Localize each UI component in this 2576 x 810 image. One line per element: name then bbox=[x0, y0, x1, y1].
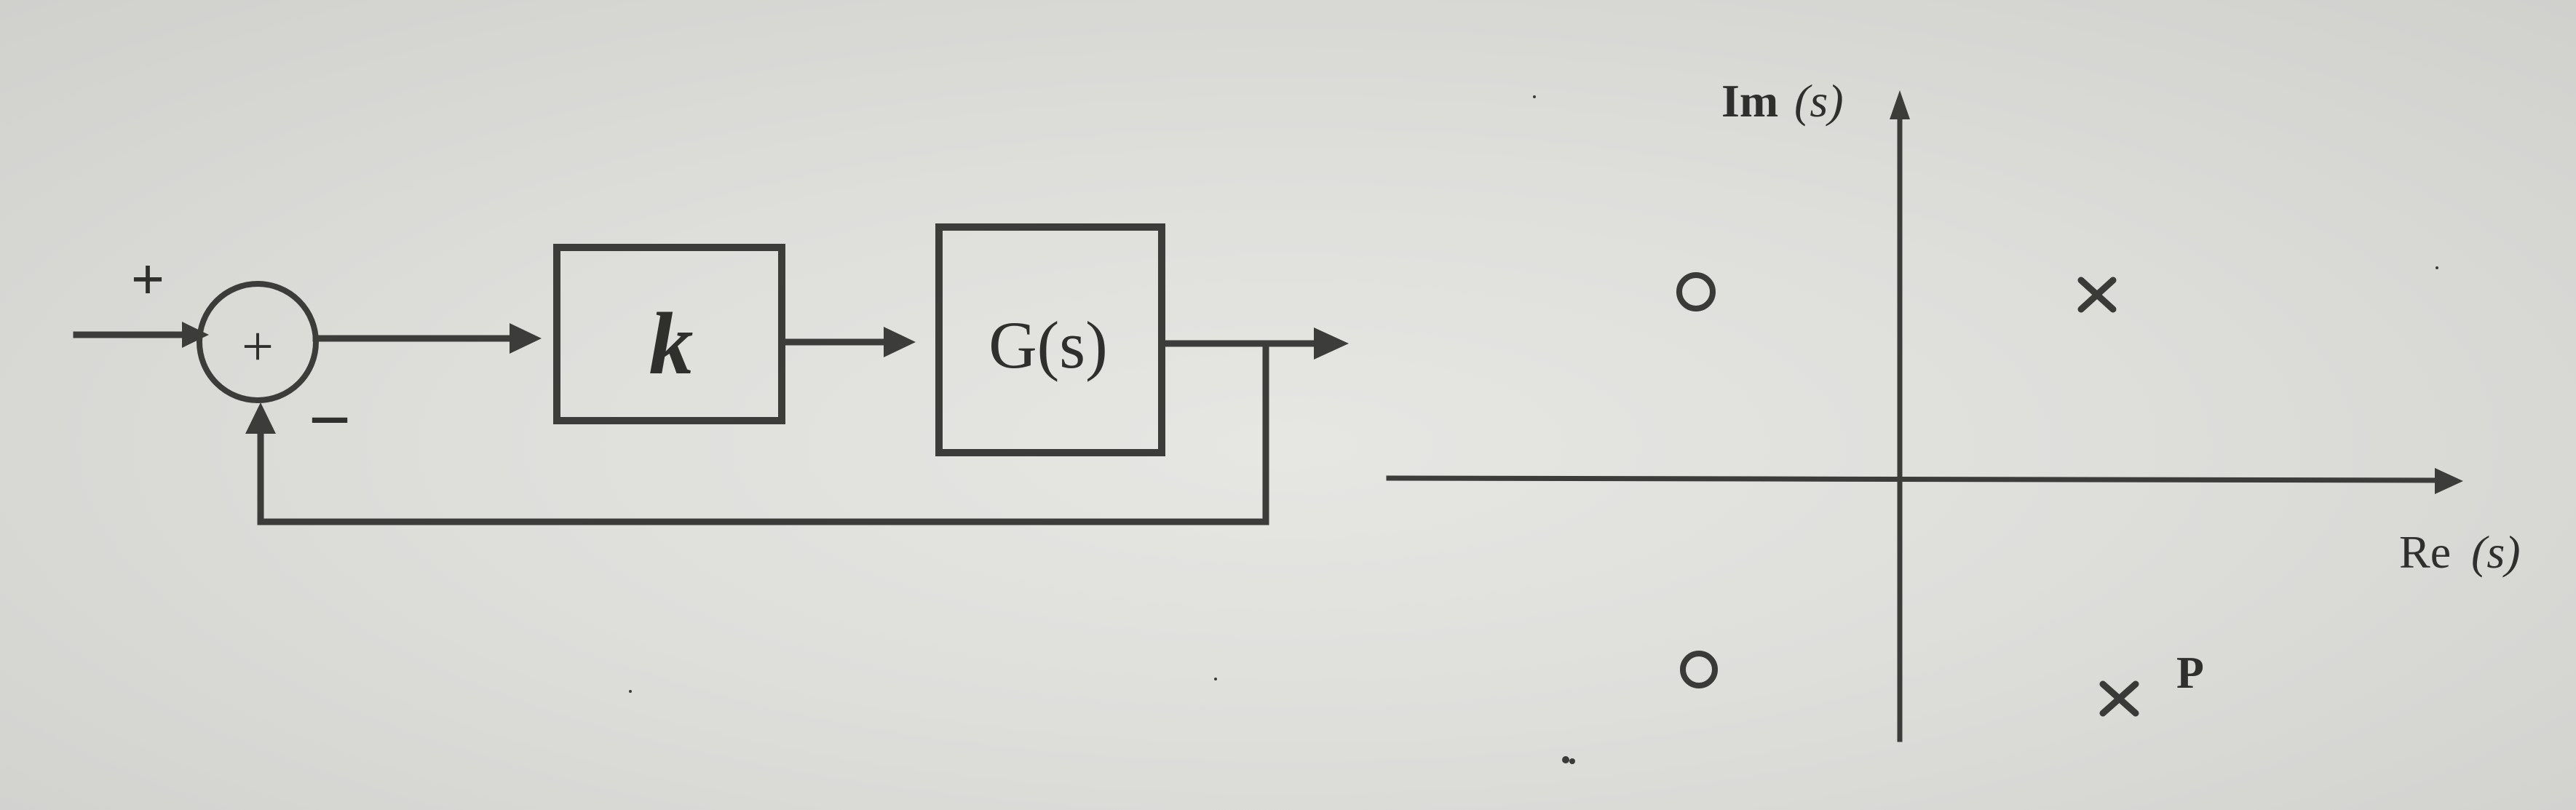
plant-block bbox=[935, 223, 1165, 456]
feedback-minus-sign: − bbox=[308, 378, 351, 462]
s-plane-plot: Im (s) Re (s) P bbox=[1386, 75, 2521, 742]
real-axis bbox=[1386, 475, 2441, 483]
input-arrowhead bbox=[182, 322, 209, 348]
block-diagram: + + − k G(s) bbox=[73, 223, 1349, 525]
real-axis-arrowhead bbox=[2435, 468, 2463, 494]
input-plus-sign: + bbox=[131, 246, 165, 312]
gain-block bbox=[553, 244, 785, 424]
pole-marker-upper-right bbox=[2077, 277, 2117, 313]
gain-block-label: k bbox=[649, 295, 694, 393]
real-axis-label-variable: (s) bbox=[2471, 526, 2521, 578]
imaginary-axis-arrowhead bbox=[1890, 90, 1910, 119]
imaginary-axis-label-variable: (s) bbox=[1794, 75, 1844, 127]
imaginary-axis-label-prefix: Im bbox=[1721, 75, 1778, 127]
plant-block-label: G(s) bbox=[988, 308, 1108, 382]
pole-label-p: P bbox=[2176, 648, 2204, 698]
real-axis-label-prefix: Re bbox=[2399, 526, 2451, 578]
paper-specks bbox=[629, 95, 2438, 764]
output-arrowhead bbox=[1314, 327, 1349, 360]
gain-output-arrowhead bbox=[884, 327, 916, 357]
summing-junction-symbol: + bbox=[242, 314, 274, 378]
pole-marker-lower-right bbox=[2099, 680, 2139, 717]
summing-junction bbox=[197, 281, 319, 403]
error-arrowhead bbox=[510, 323, 542, 354]
feedback-arrowhead bbox=[245, 402, 276, 434]
zero-marker-upper-left bbox=[1676, 272, 1716, 311]
zero-marker-lower-left bbox=[1680, 651, 1718, 688]
